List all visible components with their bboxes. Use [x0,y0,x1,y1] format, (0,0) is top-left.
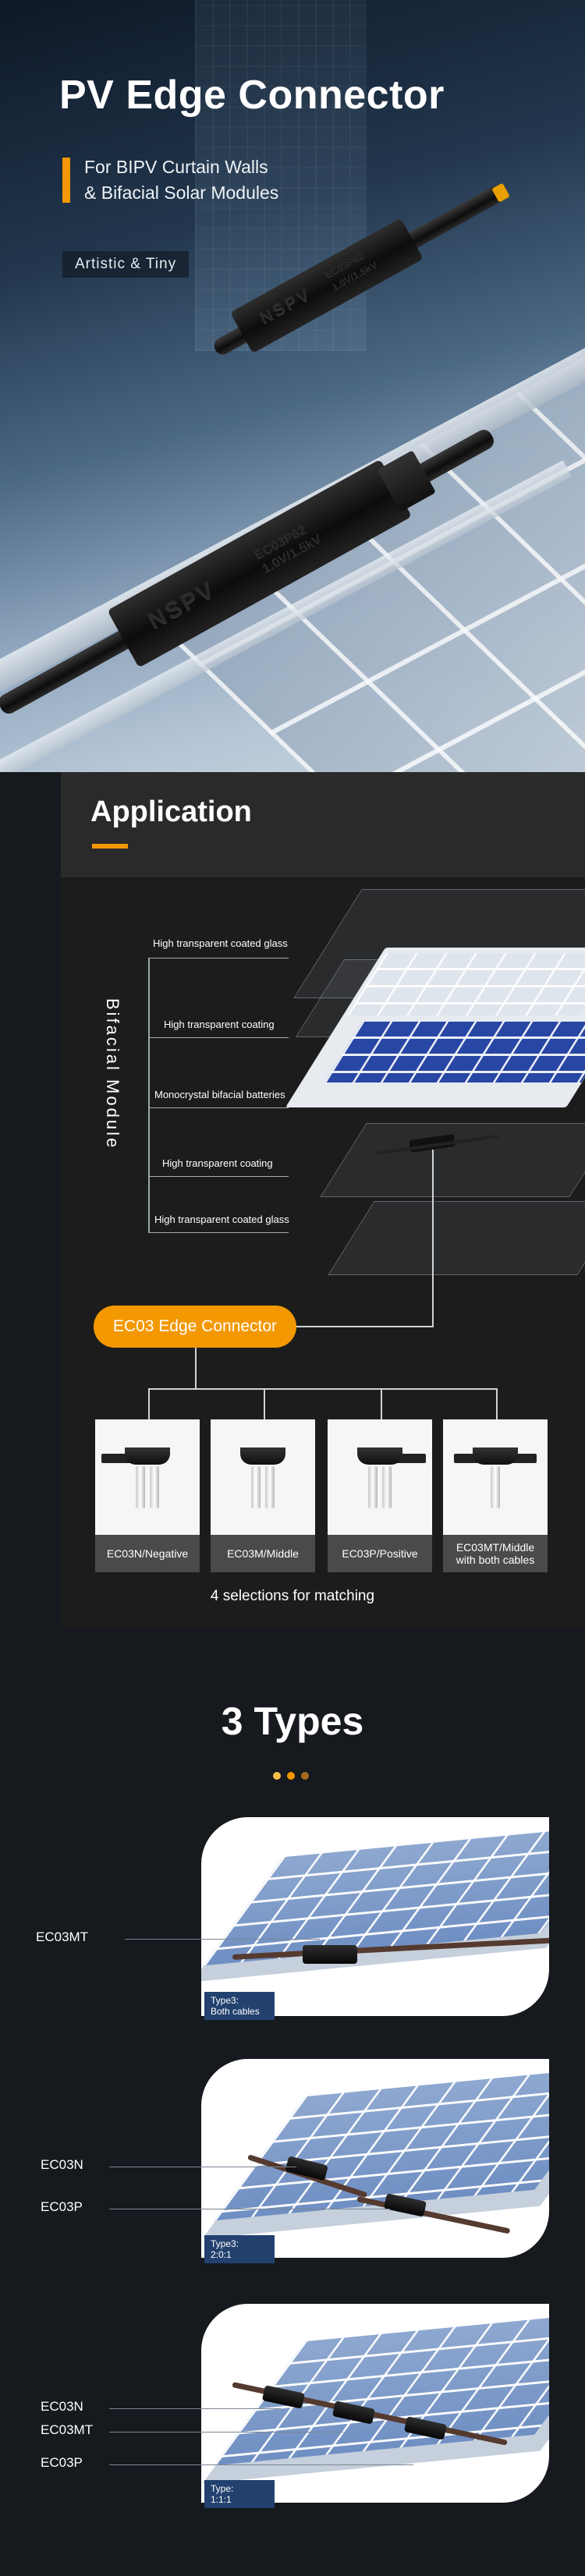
title-underline [92,844,128,849]
type-tag: Type3: Both cables [204,1992,275,2020]
section-title: Application [90,795,252,828]
application-header: Application [61,772,585,877]
option-label: EC03M/Middle [211,1535,315,1572]
subtitle-line: & Bifacial Solar Modules [84,182,279,203]
type-tag: Type3: 2:0:1 [204,2235,275,2263]
decor-dot [301,1772,309,1780]
accent-bar [62,158,70,203]
connector-image [303,1945,357,1964]
feature-badge: Artistic & Tiny [62,251,190,278]
option-card-ec03n: EC03N/Negative [95,1419,200,1572]
type-label: EC03N [41,2157,83,2172]
connector-thumbnail [328,1419,432,1535]
bifacial-cell-layer [324,1022,585,1082]
option-label: EC03N/Negative [95,1535,200,1572]
type-label: EC03MT [41,2422,94,2437]
option-label: EC03P/Positive [328,1535,432,1572]
type-card-2-0-1 [201,2059,549,2258]
layer-label: High transparent coating [164,1019,275,1030]
cell-layer-top [347,953,585,1015]
ec03-edge-connector-pill: EC03 Edge Connector [94,1306,296,1348]
types-title: 3 Types [221,1699,364,1743]
connector-thumbnail [95,1419,200,1535]
type-label: EC03P [41,2455,83,2470]
subtitle-line: For BIPV Curtain Walls [84,157,268,177]
decor-dot [287,1772,295,1780]
type-card-both-cables [201,1817,549,2016]
layer-label: High transparent coating [162,1157,273,1169]
type-label: EC03MT [36,1929,89,1944]
connector-thumbnail [211,1419,315,1535]
page-title: PV Edge Connector [59,73,445,118]
option-card-ec03p: EC03P/Positive [328,1419,432,1572]
type-label: EC03P [41,2199,83,2214]
type-tag: Type: 1:1:1 [204,2480,275,2508]
hero-subtitle: For BIPV Curtain Walls & Bifacial Solar … [84,154,342,206]
layer-label: High transparent coated glass [154,1214,289,1225]
type-label: EC03N [41,2399,83,2414]
layer-bracket [148,958,150,1232]
decor-dot [273,1772,281,1780]
option-card-ec03m: EC03M/Middle [211,1419,315,1572]
type-card-1-1-1 [201,2304,549,2503]
hero-section: NSPV EC03P62 1.0V/1.5kV NSPV EC03P62 1.0… [0,0,585,772]
glass-layer [328,1201,585,1275]
selection-note: 4 selections for matching [210,1588,375,1604]
option-card-ec03mt: EC03MT/Middle with both cables [443,1419,548,1572]
option-label: EC03MT/Middle with both cables [443,1535,548,1572]
connector-thumbnail [443,1419,548,1535]
layer-label: Monocrystal bifacial batteries [154,1089,285,1100]
bifacial-module-label: Bifacial Module [103,998,122,1150]
layer-label: High transparent coated glass [153,937,288,949]
